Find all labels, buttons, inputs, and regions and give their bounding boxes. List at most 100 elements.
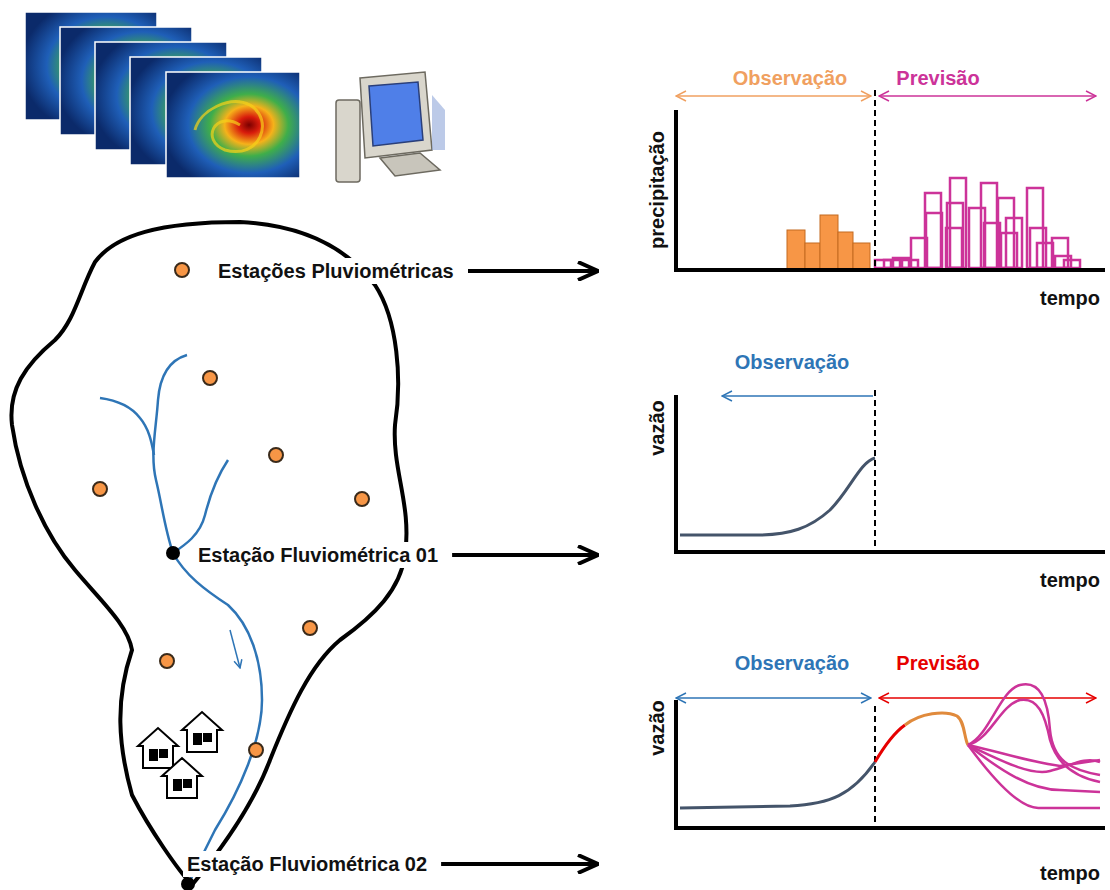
now-line: [874, 90, 876, 270]
bar: [805, 243, 820, 270]
observed-bars: [787, 215, 870, 270]
house-icon: [162, 758, 202, 798]
rain-station-dot: [269, 448, 283, 462]
rain-station-dot: [355, 492, 369, 506]
forecast-bar: [946, 228, 962, 268]
chart-panel: Observação Previsão precipitação tempo: [598, 55, 1105, 310]
forecast-bar: [1006, 218, 1022, 268]
house-window: [194, 734, 201, 744]
flow-arrow: [230, 630, 240, 668]
observation-span-arrow: [676, 697, 871, 699]
precipitation-chart: [676, 90, 1105, 270]
axis-label: tempo: [1040, 568, 1100, 592]
forecast-bar: [950, 178, 966, 268]
period-label: Previsão: [896, 66, 979, 90]
rain-stations: [93, 263, 369, 757]
forecast-bar: [969, 208, 985, 268]
forecast-span-arrow: [879, 95, 1096, 97]
forecast-span-arrow: [879, 697, 1096, 699]
house-window: [184, 780, 191, 787]
station-name: Estação Fluviométrica 01: [198, 543, 438, 567]
house-icon: [138, 728, 178, 768]
flow-chart-02: [676, 684, 1105, 828]
forecast-bar: [1064, 260, 1080, 268]
forecast-bars: [875, 178, 1080, 268]
rain-station-dot: [175, 263, 189, 277]
bar: [838, 232, 853, 270]
axis-label: tempo: [1040, 286, 1100, 310]
observed-hydrograph: [680, 458, 875, 535]
forecast-hydrograph: [905, 713, 968, 745]
house-outline: [162, 758, 202, 798]
rain-station-dot: [249, 743, 263, 757]
house-window: [204, 734, 211, 741]
bar: [820, 215, 838, 270]
period-label: Observação: [735, 651, 850, 675]
house-icon: [182, 712, 222, 752]
connector-arrow: [468, 269, 598, 273]
axis-label: vazão: [645, 400, 669, 456]
monitor-base: [380, 153, 440, 176]
rain-station-dot: [303, 621, 317, 635]
computer-icon: [336, 72, 445, 182]
houses: [138, 712, 222, 798]
observation-span-arrow: [676, 95, 871, 97]
forecast-bar: [1037, 243, 1053, 268]
river: [173, 553, 262, 885]
river: [153, 355, 187, 553]
chart-panel: Observação vazão tempo: [598, 340, 1105, 595]
satellite-image: [166, 72, 300, 178]
forecast-bar: [926, 213, 942, 268]
stream-station-dot: [181, 877, 195, 890]
period-label: Previsão: [896, 651, 979, 675]
house-window: [174, 780, 181, 790]
station-label: Estações Pluviométricas: [214, 258, 468, 284]
axes: [676, 395, 1105, 552]
bar: [853, 243, 870, 270]
monitor-body: [360, 72, 432, 158]
house-window: [160, 750, 167, 757]
forecast-bar: [1001, 233, 1017, 268]
axis-label: precipitação: [645, 131, 669, 249]
rain-station-dot: [160, 654, 174, 668]
station-label: Estação Fluviométrica 01: [194, 542, 452, 568]
now-line: [874, 390, 876, 552]
observation-span-arrow: [722, 395, 873, 397]
bar: [787, 230, 805, 270]
forecast-hydrograph: [875, 725, 905, 762]
forecast-bar: [981, 183, 997, 268]
period-label: Observação: [735, 350, 850, 374]
axis-label: tempo: [1040, 861, 1100, 885]
station-name: Estações Pluviométricas: [218, 259, 454, 283]
observed-hydrograph: [680, 762, 875, 808]
axes: [676, 700, 1105, 828]
storm-spiral: [195, 102, 262, 152]
period-label: Observação: [733, 66, 848, 90]
rain-station-dot: [93, 482, 107, 496]
monitor-shadow: [432, 95, 445, 150]
house-outline: [138, 728, 178, 768]
monitor-screen: [369, 82, 423, 146]
now-line: [874, 706, 876, 828]
river: [100, 398, 154, 455]
house-window: [150, 750, 157, 760]
ensemble-member: [968, 745, 1100, 808]
connector-arrow: [452, 553, 598, 557]
computer-tower: [336, 100, 360, 182]
axes: [676, 110, 1105, 270]
connector-arrow: [441, 862, 598, 866]
ensemble-hydrographs: [968, 684, 1100, 808]
chart-panel: Observação Previsão vazão tempo: [598, 640, 1105, 886]
river-network: [100, 355, 262, 885]
river: [173, 460, 228, 553]
axis-label: vazão: [645, 700, 669, 756]
station-label: Estação Fluviométrica 02: [183, 851, 441, 877]
house-outline: [182, 712, 222, 752]
forecast-bar: [925, 193, 941, 268]
rain-station-dot: [203, 371, 217, 385]
stream-station-dot: [166, 546, 180, 560]
flow-chart-01: [676, 390, 1105, 552]
